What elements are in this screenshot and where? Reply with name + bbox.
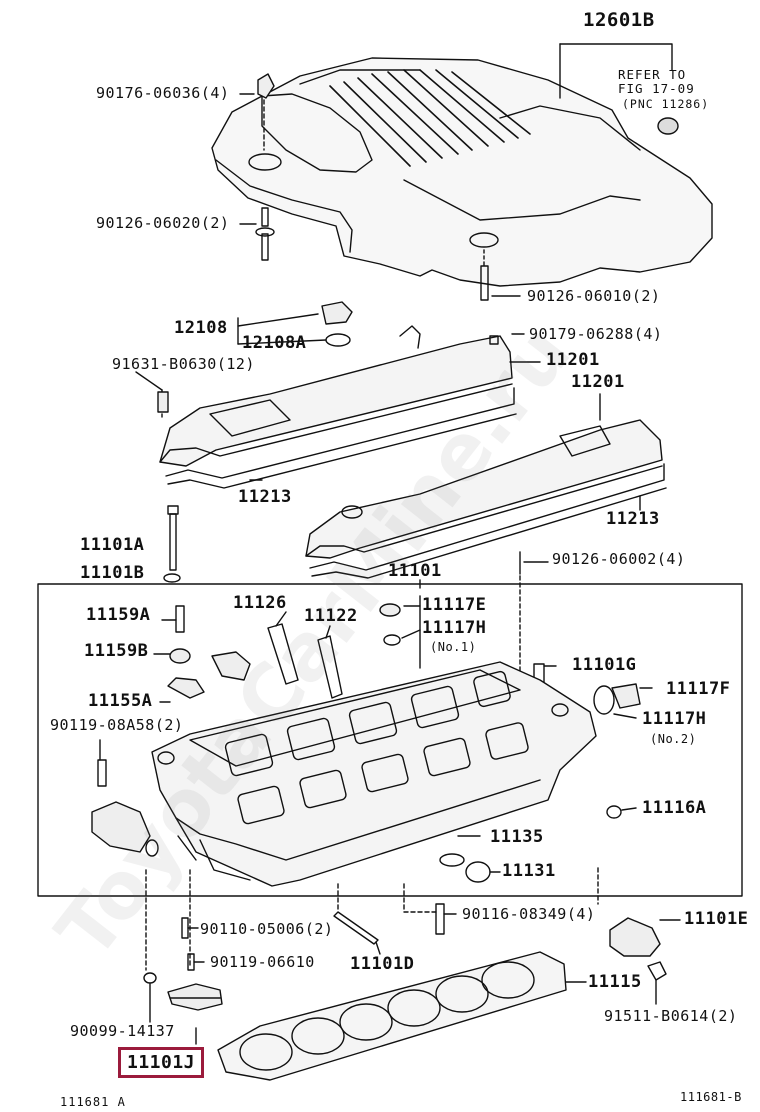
label-90179-06288[interactable]: 90179-06288(4) [529, 325, 663, 343]
label-11155a[interactable]: 11155A [88, 691, 153, 711]
label-11126[interactable]: 11126 [233, 593, 287, 613]
label-12108[interactable]: 12108 [174, 318, 228, 338]
label-91631-b0630[interactable]: 91631-B0630(12) [112, 355, 255, 373]
refer-note-line-2: FIG 17-09 [618, 81, 695, 96]
oil-filler-cap [237, 301, 353, 347]
label-91511-b0614[interactable]: 91511-B0614(2) [604, 1007, 738, 1025]
bolt-11101a [163, 505, 181, 583]
refer-note-line-3: (PNC 11286) [622, 97, 710, 111]
valve-cover-1 [157, 325, 517, 489]
label-11159b[interactable]: 11159B [84, 641, 149, 661]
label-90099-14137[interactable]: 90099-14137 [70, 1022, 175, 1040]
spark-plug-tube-11101j [167, 983, 223, 1011]
diagram-id-a: 111681 A [60, 1095, 126, 1109]
bolt-91511 [647, 961, 667, 1005]
stud-90126-06020 [255, 207, 275, 261]
label-90126-06020[interactable]: 90126-06020(2) [96, 214, 230, 232]
oil-control-valve [91, 759, 159, 857]
refer-note-line-1: REFER TO [618, 67, 687, 82]
label-11101d[interactable]: 11101D [350, 954, 415, 974]
label-11101b[interactable]: 11101B [80, 563, 145, 583]
cylinder-head-11101 [151, 595, 597, 887]
label-12108a[interactable]: 12108A [242, 333, 307, 353]
label-11213-b[interactable]: 11213 [606, 509, 660, 529]
label-11122[interactable]: 11122 [304, 606, 358, 626]
diagram-id-b: 111681-B [680, 1090, 742, 1104]
head-gasket-11115 [217, 951, 587, 1081]
label-90126-06010[interactable]: 90126-06010(2) [527, 287, 661, 305]
label-11116a[interactable]: 11116A [642, 798, 707, 818]
label-11159a[interactable]: 11159A [86, 605, 151, 625]
label-11117h-no2-sub: (No.2) [650, 732, 697, 746]
label-11115[interactable]: 11115 [588, 972, 642, 992]
label-11131[interactable]: 11131 [502, 861, 556, 881]
label-11101e[interactable]: 11101E [684, 909, 749, 929]
label-11101[interactable]: 11101 [388, 561, 442, 581]
cylinder-head-group-box [37, 583, 743, 897]
label-11135[interactable]: 11135 [490, 827, 544, 847]
engine-cover-12601b [211, 57, 713, 287]
label-11101j-highlighted[interactable]: 11101J [118, 1047, 205, 1078]
label-11117h-no1-sub: (No.1) [430, 640, 477, 654]
label-11101g[interactable]: 11101G [572, 655, 637, 675]
label-11117h-no2[interactable]: 11117H [642, 709, 707, 729]
label-11101a[interactable]: 11101A [80, 535, 145, 555]
label-90126-06002[interactable]: 90126-06002(4) [552, 550, 686, 568]
label-90110-05006[interactable]: 90110-05006(2) [200, 920, 334, 938]
label-11201-b[interactable]: 11201 [571, 372, 625, 392]
small-parts [153, 603, 653, 883]
valve-cover-2 [305, 419, 667, 579]
label-90176-06036[interactable]: 90176-06036(4) [96, 84, 230, 102]
label-90116-08349[interactable]: 90116-08349(4) [462, 905, 596, 923]
label-11201-a[interactable]: 11201 [546, 350, 600, 370]
bolt-90176 [257, 73, 275, 151]
stud-90126-06010 [480, 249, 489, 301]
label-12601b[interactable]: 12601B [583, 9, 655, 31]
label-11117h-no1[interactable]: 11117H [422, 618, 487, 638]
cam-position-sensor [609, 917, 681, 957]
label-11213-a[interactable]: 11213 [238, 487, 292, 507]
label-11117e[interactable]: 11117E [422, 595, 487, 615]
label-90119-06610[interactable]: 90119-06610 [210, 953, 315, 971]
label-11117f[interactable]: 11117F [666, 679, 731, 699]
label-90119-08a58[interactable]: 90119-08A58(2) [50, 716, 184, 734]
